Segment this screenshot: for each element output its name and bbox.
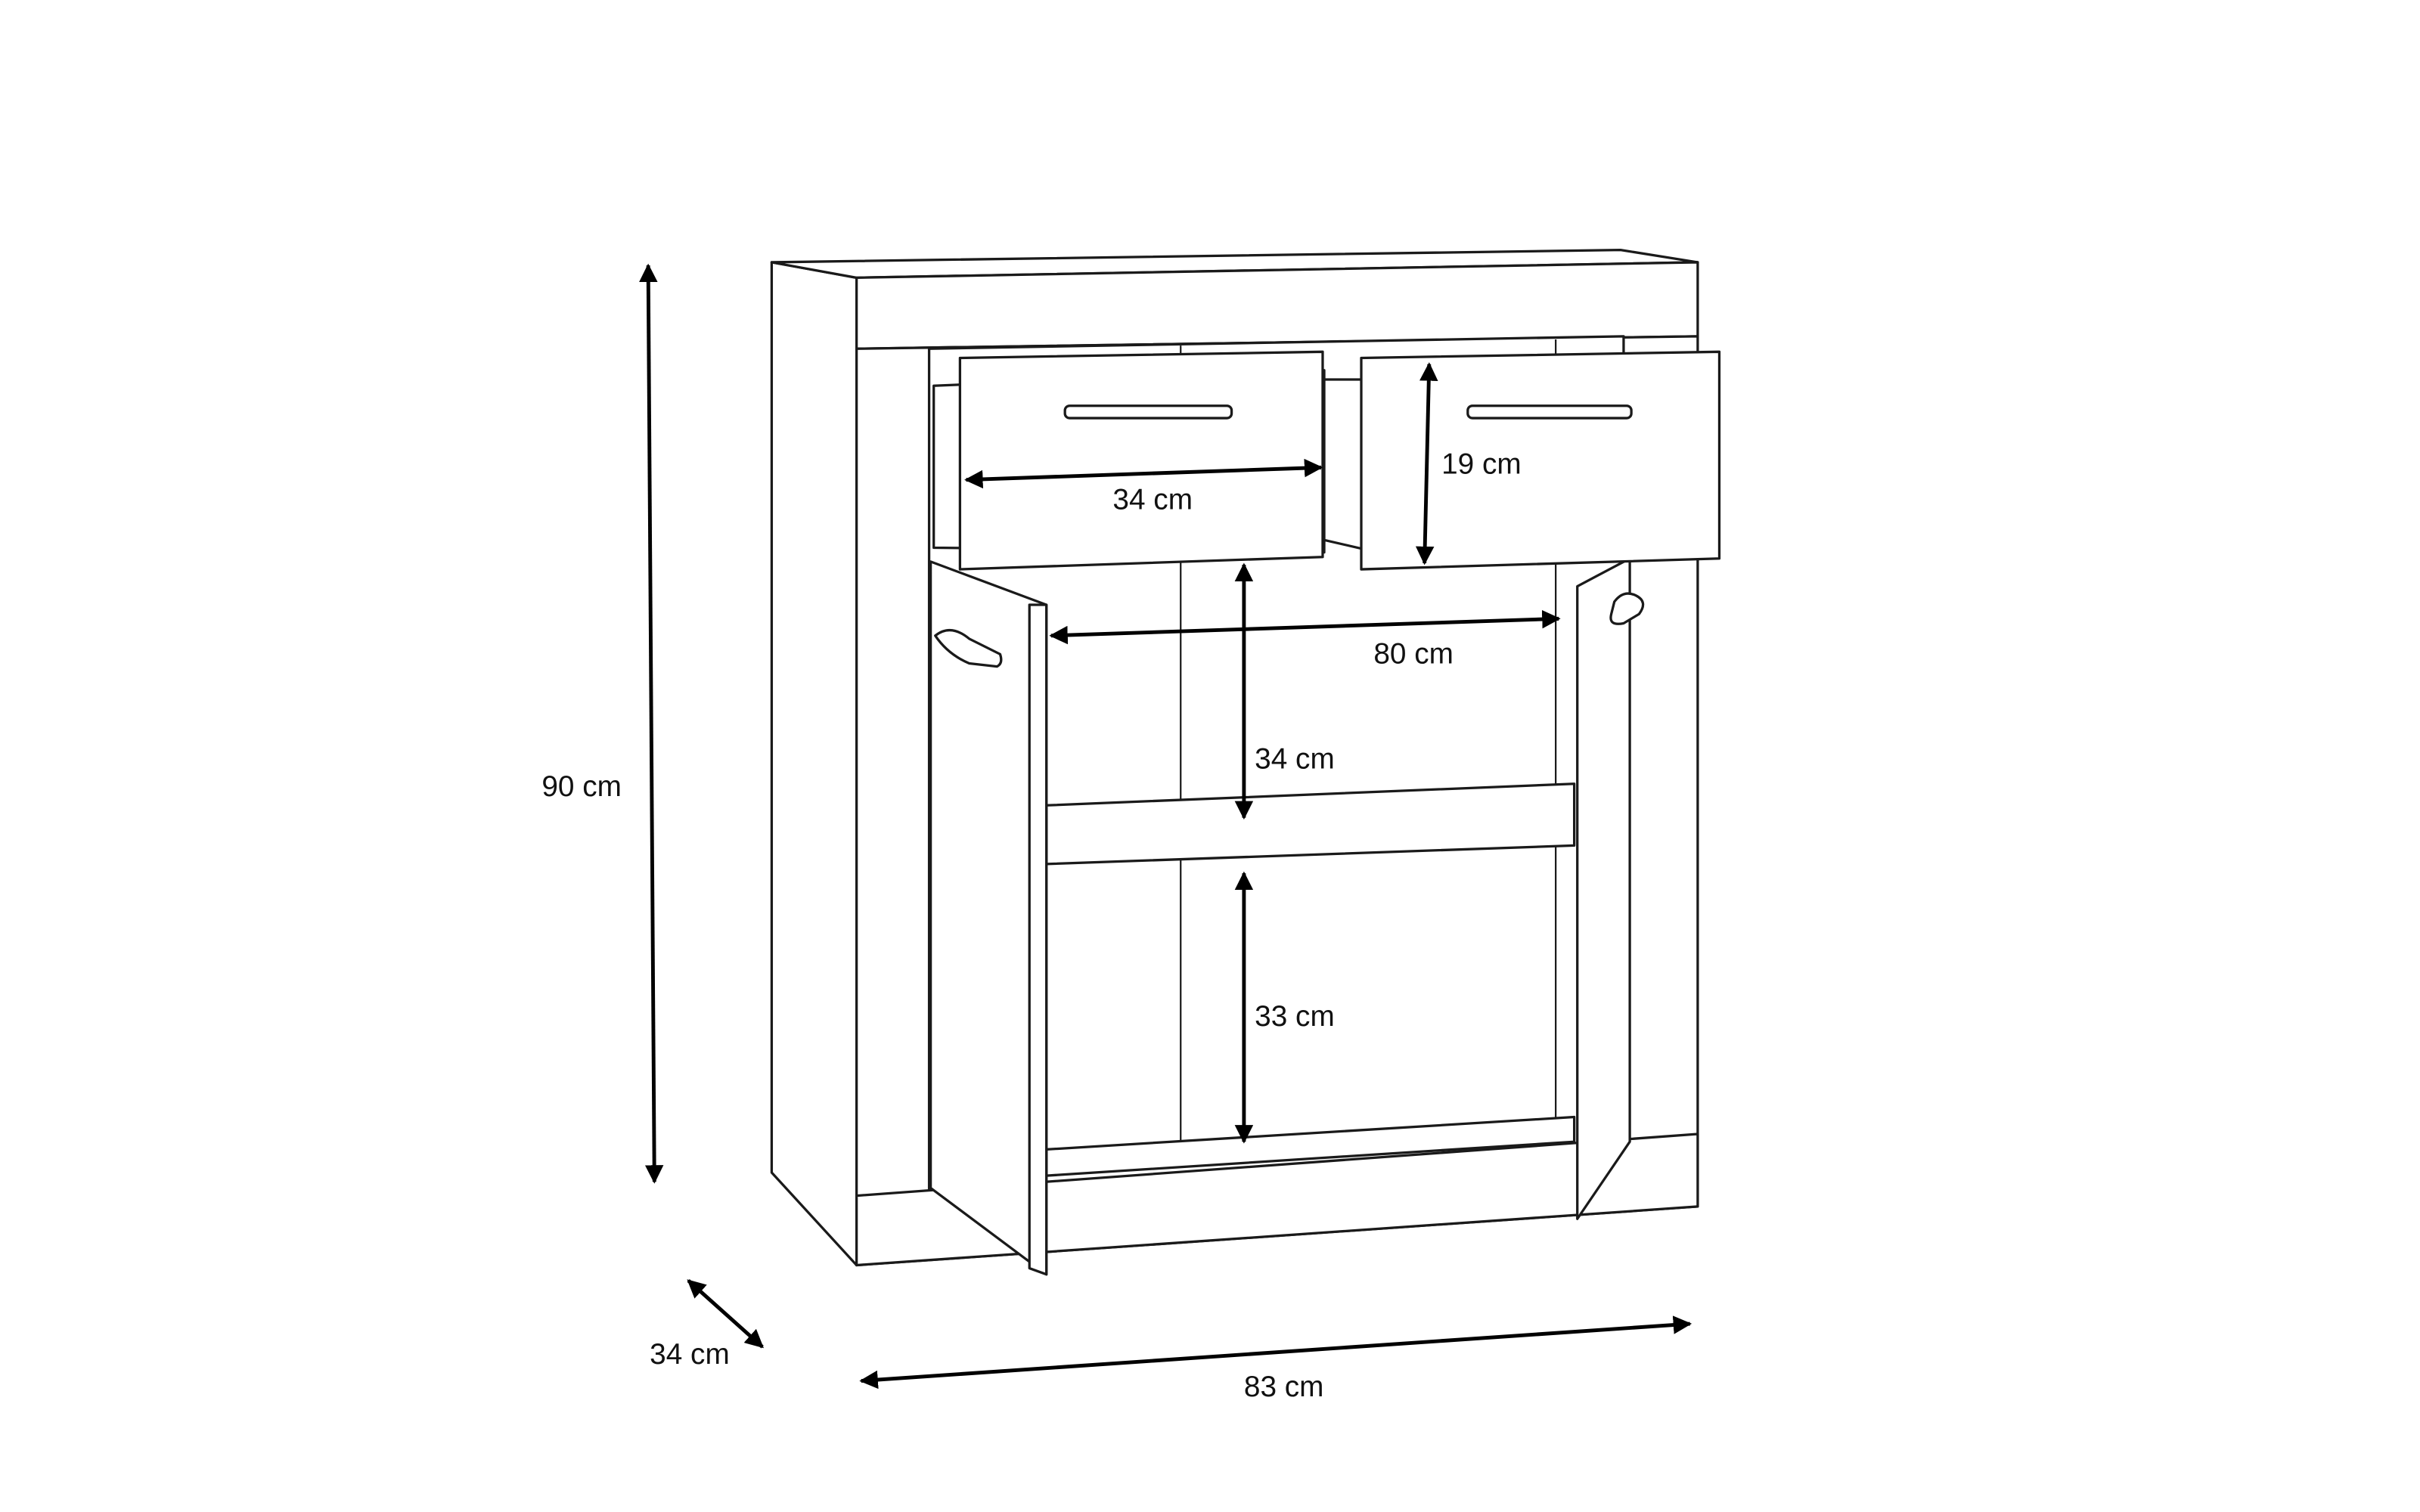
height-label: 90 cm [541,770,622,803]
drawer-width-label: 34 cm [1112,483,1193,516]
width-arrow [859,1315,1692,1390]
dimension-lines: 90 cm 34 cm 83 cm 34 cm 19 cm 80 cm 34 c… [541,263,1692,1403]
drawer-height-label: 19 cm [1441,448,1522,481]
right-door-open [1576,557,1631,1220]
cabinet-plinth [855,1132,1699,1267]
inner-width-label: 80 cm [1373,638,1454,671]
width-label: 83 cm [1244,1371,1324,1403]
height-arrow [639,263,664,1184]
right-drawer-handle [1466,404,1633,420]
drawer-height-arrow [1415,362,1438,565]
depth-arrow [687,1279,764,1349]
drawer-width-arrow [964,458,1323,489]
left-door-handle [934,629,1003,668]
depth-label: 34 cm [650,1338,730,1371]
lower-compartment-label: 33 cm [1255,1000,1335,1033]
left-door-edge [1028,603,1048,1276]
cabinet-drawing [770,248,1721,1276]
cabinet-top-front [855,261,1699,350]
cabinet-side-panel [770,261,858,1267]
inner-width-arrow [1049,609,1561,645]
left-drawer-front [958,350,1324,571]
right-drawer-front [1360,350,1721,571]
right-door-handle [1609,592,1645,625]
upper-compartment-label: 34 cm [1255,742,1335,775]
left-drawer-handle [1063,404,1233,420]
right-drawer-box [1323,378,1366,551]
